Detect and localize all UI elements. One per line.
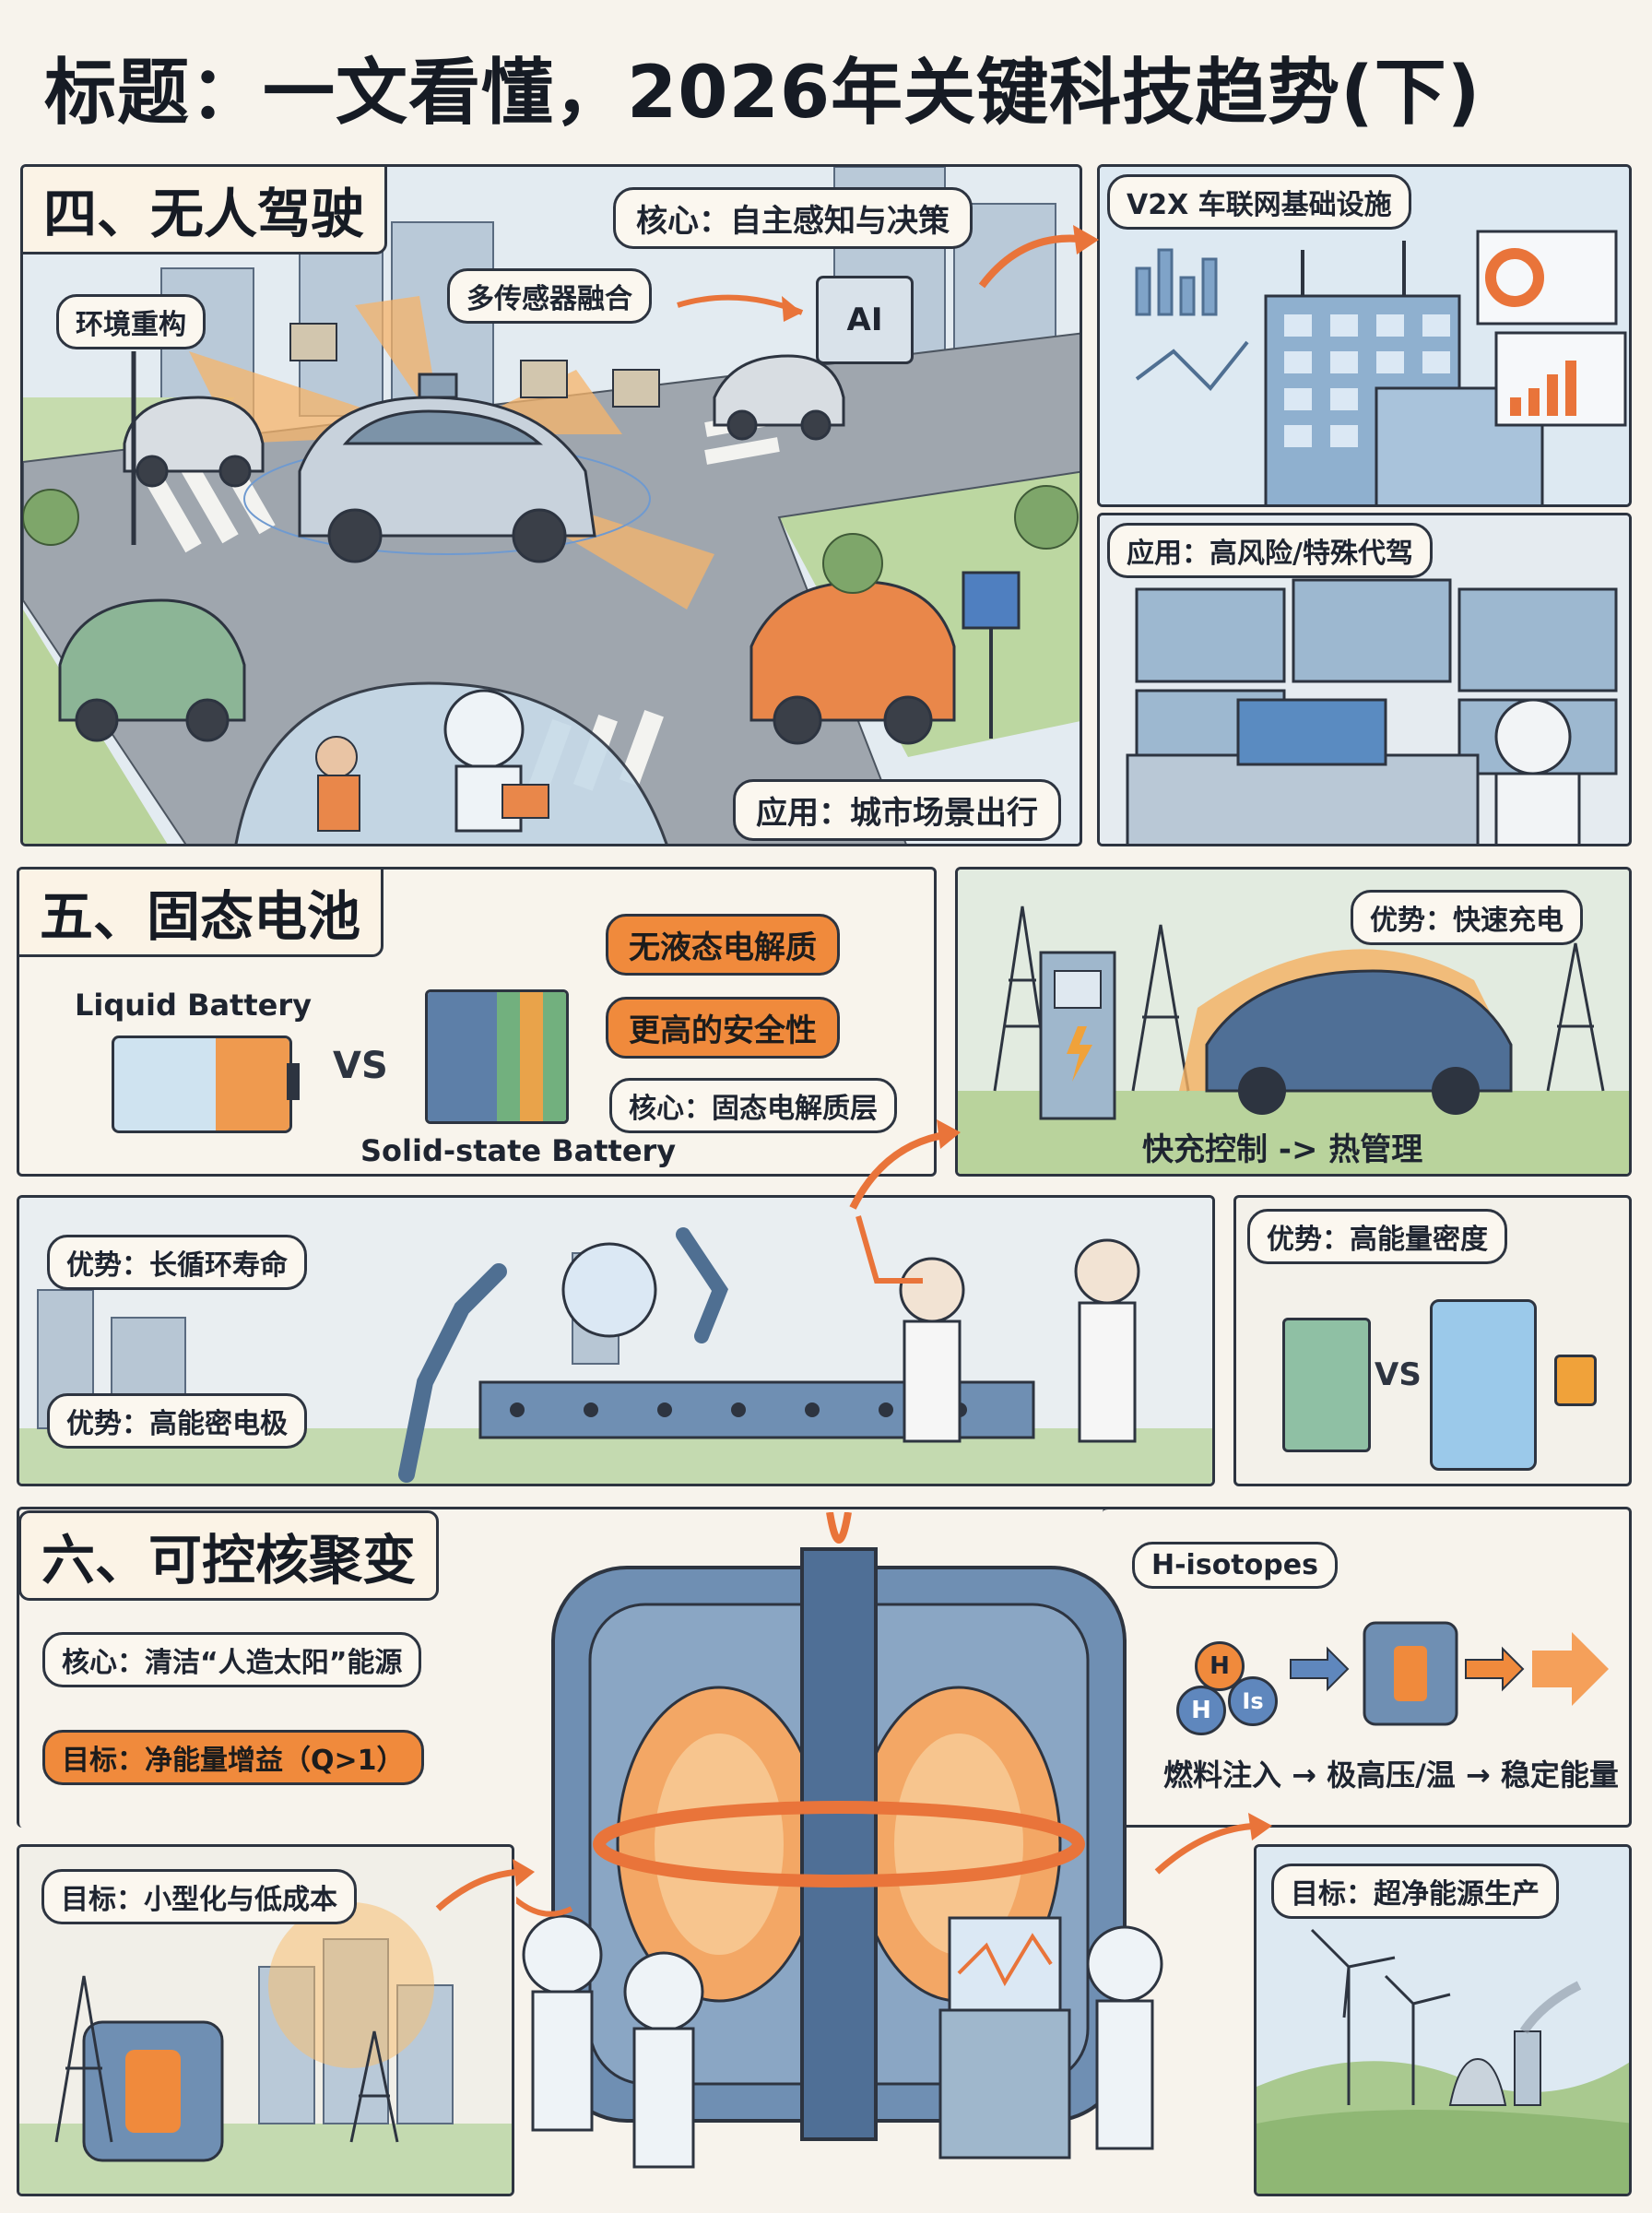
charger-plug-icon [1554, 1355, 1597, 1406]
factory-line-illustration [19, 1198, 1212, 1484]
dense-electrode-tag: 优势：高能密电极 [47, 1393, 307, 1449]
solid-electrolyte-core-tag: 核心：固态电解质层 [609, 1078, 897, 1133]
small-low-cost-panel: 目标：小型化与低成本 [17, 1844, 514, 2196]
power-tower-icon [54, 1975, 399, 2143]
battery-comparison-panel: 五、固态电池 Liquid Battery VS Solid-state Bat… [17, 867, 937, 1177]
no-liquid-electrolyte-tag: 无液态电解质 [606, 914, 840, 976]
atom-is-label: Is [1242, 1688, 1264, 1714]
higher-safety-tag: 更高的安全性 [606, 997, 840, 1059]
clean-energy-panel: 目标：超净能源生产 [1254, 1844, 1632, 2196]
atom-h2-icon: H [1176, 1686, 1226, 1735]
v2x-tag: V2X 车联网基础设施 [1107, 174, 1411, 230]
remote-driving-panel: 应用：高风险/特殊代驾 [1097, 513, 1632, 846]
arrow-icon [435, 1859, 535, 1911]
lightning-icon [1067, 1026, 1092, 1082]
autonomous-section-title: 四、无人驾驶 [23, 167, 388, 254]
charging-station-illustration [958, 870, 1629, 1174]
page-title: 标题：一文看懂，2026年关键科技趋势(下) [44, 52, 1481, 135]
high-energy-density-tag: 优势：高能量密度 [1247, 1209, 1507, 1264]
fuel-flow-caption: 燃料注入 → 极高压/温 → 稳定能量 [1163, 1757, 1619, 1793]
atom-h1-icon: H [1195, 1641, 1245, 1691]
small-low-cost-tag: 目标：小型化与低成本 [41, 1869, 357, 1924]
clean-sun-core-tag: 核心：清洁“人造太阳”能源 [42, 1632, 422, 1687]
net-gain-goal-tag: 目标：净能量增益（Q>1） [42, 1730, 424, 1785]
liquid-battery-label: Liquid Battery [75, 988, 312, 1023]
wind-turbine-icon [1310, 1928, 1451, 2105]
ai-chip-label: AI [846, 302, 883, 338]
autonomous-main-panel: 四、无人驾驶 核心：自主感知与决策 多传感器融合 环境重构 AI 应用：城市场景… [20, 164, 1082, 846]
arrow-icon [677, 294, 804, 322]
arrow-icon [1154, 1813, 1272, 1875]
battery-section-title: 五、固态电池 [19, 870, 384, 957]
battery-factory-panel: 优势：长循环寿命 优势：高能密电极 [17, 1195, 1215, 1486]
clean-energy-tag: 目标：超净能源生产 [1271, 1864, 1559, 1919]
v2x-panel: V2X 车联网基础设施 [1097, 164, 1632, 507]
long-cycle-life-tag: 优势：长循环寿命 [47, 1235, 307, 1290]
ai-chip-icon: AI [816, 276, 914, 364]
environment-reconstruction-tag: 环境重构 [56, 294, 206, 349]
arrow-icon [849, 1119, 961, 1210]
solid-battery-icon [425, 989, 569, 1124]
vs-label: VS [333, 1045, 388, 1087]
app-city-tag: 应用：城市场景出行 [733, 779, 1061, 841]
app-remote-tag: 应用：高风险/特殊代驾 [1107, 523, 1433, 578]
sensor-fusion-tag: 多传感器融合 [447, 268, 652, 324]
fast-charge-panel: 优势：快速充电 快充控制 -> 热管理 [955, 867, 1632, 1177]
vs-label-2: VS [1375, 1356, 1422, 1393]
core-perception-tag: 核心：自主感知与决策 [613, 187, 973, 249]
atom-is-icon: Is [1228, 1676, 1278, 1726]
liquid-battery-icon [112, 1035, 292, 1133]
small-battery-icon [1282, 1318, 1371, 1452]
atom-h1-label: H [1210, 1652, 1230, 1680]
autonomous-car [243, 373, 651, 563]
energy-density-panel: 优势：高能量密度 VS [1233, 1195, 1632, 1486]
engineers-illustration [516, 1896, 1163, 2169]
h-isotopes-tag: H-isotopes [1132, 1542, 1338, 1589]
liquid-battery-terminal [287, 1063, 300, 1100]
arrow-icon [978, 225, 1099, 289]
atom-h2-label: H [1191, 1697, 1211, 1724]
fast-charge-caption: 快充控制 -> 热管理 [1142, 1131, 1423, 1168]
fast-charge-tag: 优势：快速充电 [1351, 890, 1583, 945]
fuel-process-diagram [1290, 1621, 1609, 1726]
fusion-section-title: 六、可控核聚变 [18, 1510, 440, 1601]
solid-battery-label: Solid-state Battery [360, 1133, 677, 1168]
large-battery-icon [1430, 1299, 1537, 1471]
